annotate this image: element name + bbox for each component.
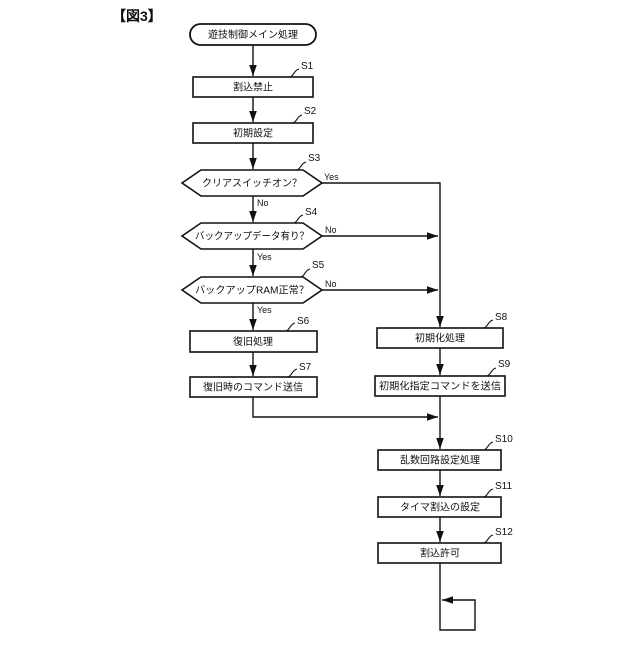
node-s1: 割込禁止 S1 <box>192 61 314 98</box>
s6-step-leader <box>285 322 296 332</box>
s11-step-leader <box>483 488 494 498</box>
node-s6: 復旧処理 S6 <box>189 316 318 353</box>
s1-box <box>192 76 314 98</box>
s12-label: 割込許可 <box>420 547 460 560</box>
s11-step-id: S11 <box>495 481 512 492</box>
s1-step-leader <box>289 68 300 78</box>
s6-label: 復旧処理 <box>233 335 273 348</box>
s6-step-id: S6 <box>297 316 310 327</box>
node-s3: クリアスイッチオン？ S3 Yes No <box>180 153 339 208</box>
s7-box <box>189 376 318 398</box>
s3-step-leader <box>296 161 307 171</box>
s7-label: 復旧時のコマンド送信 <box>203 381 303 394</box>
s5-hexagon <box>180 276 324 304</box>
s5-label: バックアップRAM正常？ <box>195 284 309 297</box>
node-s5: バックアップRAM正常？ S5 No Yes <box>180 260 337 315</box>
s11-label: タイマ割込の設定 <box>400 501 480 514</box>
node-s10: 乱数回路設定処理 S10 <box>377 434 513 471</box>
s2-box <box>192 122 314 144</box>
s3-step-id: S3 <box>308 153 321 164</box>
s3-hexagon <box>180 169 324 197</box>
node-s4: バックアップデータ有り？ S4 No Yes <box>180 207 337 262</box>
node-s12: 割込許可 S12 <box>377 527 513 564</box>
s11-box <box>377 496 502 518</box>
s4-yes-label: Yes <box>257 252 272 262</box>
node-s8: 初期化処理 S8 <box>376 312 508 349</box>
flow-edges <box>249 45 476 631</box>
s12-step-id: S12 <box>495 527 513 538</box>
s7-step-leader <box>287 368 298 378</box>
s4-step-leader <box>293 214 304 224</box>
s2-step-leader <box>292 114 303 124</box>
s9-box <box>374 375 506 397</box>
s1-step-id: S1 <box>301 61 314 72</box>
s9-step-id: S9 <box>498 359 511 370</box>
s9-label: 初期化指定コマンドを送信 <box>379 380 501 393</box>
start-label: 遊技制御メイン処理 <box>208 28 298 41</box>
edge-s3-yes-to-s8 <box>322 182 444 327</box>
node-start: 遊技制御メイン処理 <box>189 23 317 46</box>
s8-box <box>376 327 504 349</box>
s12-step-leader <box>483 534 494 544</box>
s8-step-leader <box>483 319 494 329</box>
s4-step-id: S4 <box>305 207 318 218</box>
s2-label: 初期設定 <box>233 127 273 140</box>
s1-label: 割込禁止 <box>233 81 273 94</box>
s5-step-id: S5 <box>312 260 325 271</box>
s10-step-leader <box>483 441 494 451</box>
edge-s12-main-loop <box>439 563 476 631</box>
s8-label: 初期化処理 <box>415 332 465 345</box>
s8-step-id: S8 <box>495 312 508 323</box>
s3-yes-label: Yes <box>324 172 339 182</box>
s5-no-label: No <box>325 279 337 289</box>
s5-yes-label: Yes <box>257 305 272 315</box>
node-s7: 復旧時のコマンド送信 S7 <box>189 362 318 398</box>
s4-no-label: No <box>325 225 337 235</box>
s4-hexagon <box>180 222 324 250</box>
s12-box <box>377 542 502 564</box>
node-s2: 初期設定 S2 <box>192 106 317 144</box>
s6-box <box>189 330 318 353</box>
s7-step-id: S7 <box>299 362 312 373</box>
node-s11: タイマ割込の設定 S11 <box>377 481 512 518</box>
node-s9: 初期化指定コマンドを送信 S9 <box>374 359 511 397</box>
s4-label: バックアップデータ有り？ <box>195 230 309 243</box>
figure-title: 【図3】 <box>112 8 162 24</box>
s5-step-leader <box>300 268 311 278</box>
s2-step-id: S2 <box>304 106 317 117</box>
s10-box <box>377 449 502 471</box>
s3-label: クリアスイッチオン？ <box>202 178 302 190</box>
s9-step-leader <box>486 367 497 377</box>
s3-no-label: No <box>257 198 269 208</box>
s10-label: 乱数回路設定処理 <box>400 454 480 467</box>
s10-step-id: S10 <box>495 434 513 445</box>
edge-s7-to-merge <box>252 397 438 421</box>
start-oval-shape <box>189 23 317 46</box>
